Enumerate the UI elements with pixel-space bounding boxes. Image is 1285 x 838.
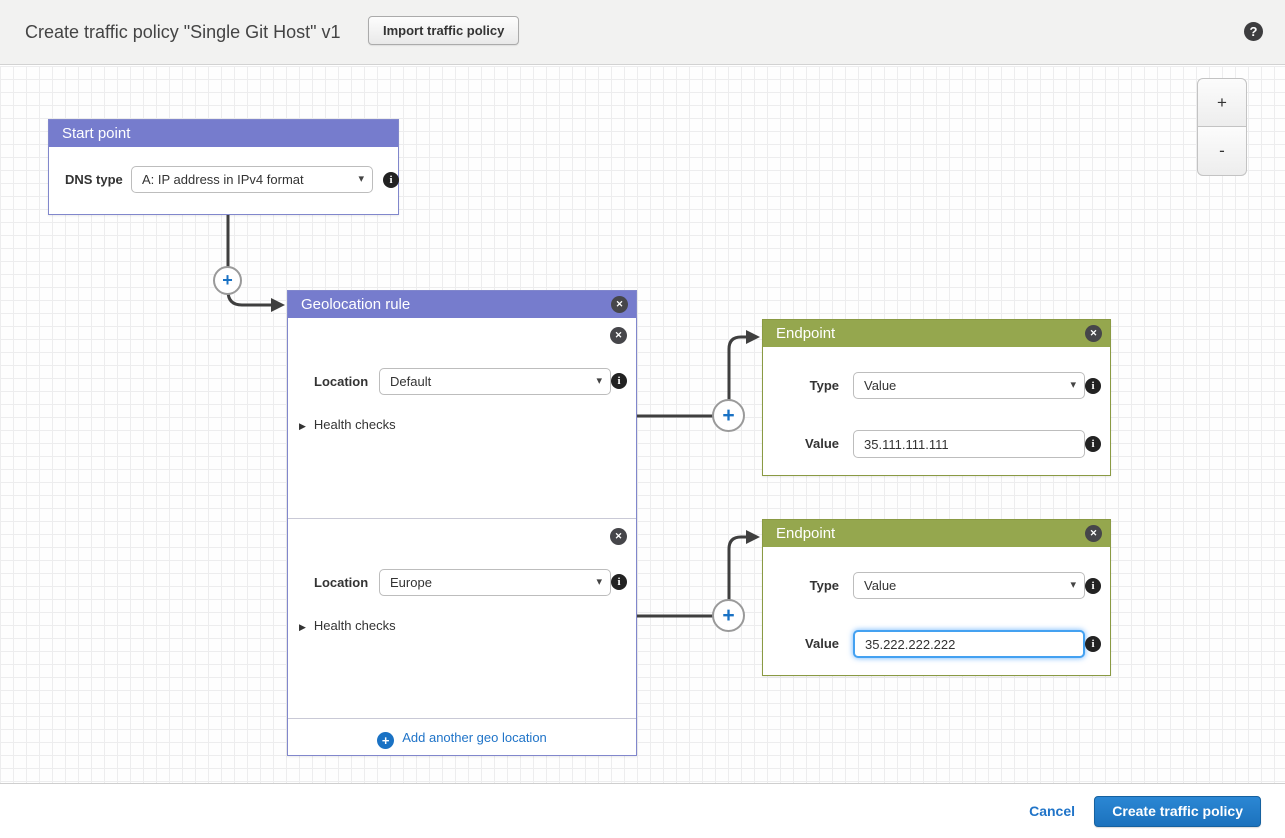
chevron-down-icon: ▾ [358,173,364,185]
policy-canvas: + + + + - Start point DNS type A: IP add… [0,66,1285,784]
top-bar: Create traffic policy "Single Git Host" … [0,0,1285,65]
endpoint-title: Endpoint [776,325,836,342]
health-checks-label: Health checks [313,618,396,633]
location-dropdown-europe[interactable]: Europe ▾ [379,569,611,596]
add-geo-location-link[interactable]: + Add another geo location [288,719,636,756]
add-endpoint-connector-icon-1[interactable]: + [712,399,745,432]
add-endpoint-connector-icon-2[interactable]: + [712,599,745,632]
zoom-in-button[interactable]: + [1197,78,1247,127]
endpoint-type-dropdown[interactable]: Value ▾ [853,372,1085,399]
geo-location-section-default: ✕ Location Default ▾ i ▶ Health checks [288,318,636,519]
endpoint-title: Endpoint [776,525,836,542]
location-value: Default [390,374,432,389]
import-traffic-policy-button[interactable]: Import traffic policy [368,16,520,45]
remove-location-icon[interactable]: ✕ [610,528,627,545]
help-icon[interactable]: ? [1244,22,1263,41]
location-label: Location [314,374,369,389]
delete-endpoint-icon[interactable]: ✕ [1085,325,1102,342]
collapsed-arrow-icon: ▶ [299,421,306,431]
geolocation-rule-box: Geolocation rule ✕ ✕ Location Default ▾ … [287,290,637,756]
location-label: Location [314,575,369,590]
dns-type-label: DNS type [65,172,123,187]
type-value: Value [864,378,897,393]
start-point-box: Start point DNS type A: IP address in IP… [48,119,399,215]
delete-endpoint-icon[interactable]: ✕ [1085,525,1102,542]
geolocation-rule-header: Geolocation rule ✕ [288,291,636,318]
chevron-down-icon: ▾ [596,375,602,387]
location-dropdown-default[interactable]: Default ▾ [379,368,611,395]
type-info-icon[interactable]: i [1085,378,1101,394]
location-info-icon[interactable]: i [611,373,627,389]
zoom-out-button[interactable]: - [1197,127,1247,176]
chevron-down-icon: ▾ [1070,579,1076,591]
health-checks-toggle[interactable]: ▶ Health checks [299,417,396,432]
remove-location-icon[interactable]: ✕ [610,327,627,344]
cancel-button[interactable]: Cancel [1029,803,1075,819]
health-checks-label: Health checks [313,417,396,432]
type-info-icon[interactable]: i [1085,578,1101,594]
start-point-header: Start point [49,120,398,147]
value-label: Value [805,436,839,451]
chevron-down-icon: ▾ [1070,379,1076,391]
delete-rule-icon[interactable]: ✕ [611,296,628,313]
dns-type-info-icon[interactable]: i [383,172,399,188]
value-label: Value [805,636,839,651]
dns-type-dropdown[interactable]: A: IP address in IPv4 format ▾ [131,166,373,193]
geo-location-section-europe: ✕ Location Europe ▾ i ▶ Health checks [288,519,636,719]
dns-type-row: DNS type A: IP address in IPv4 format ▾ … [49,147,399,215]
collapsed-arrow-icon: ▶ [299,622,306,632]
location-info-icon[interactable]: i [611,574,627,590]
footer-bar: Cancel Create traffic policy [0,785,1285,838]
type-label: Type [809,578,839,593]
endpoint-value-input[interactable] [853,430,1085,458]
add-geo-location-label: Add another geo location [402,730,547,745]
zoom-controls: + - [1197,78,1247,176]
type-value: Value [864,578,897,593]
health-checks-toggle[interactable]: ▶ Health checks [299,618,396,633]
endpoint-box-2: Endpoint ✕ Type Value ▾ i Value i [762,519,1111,676]
add-icon: + [377,732,395,749]
endpoint-value-input-focused[interactable] [853,630,1085,658]
type-label: Type [809,378,839,393]
location-value: Europe [390,575,432,590]
endpoint-header: Endpoint ✕ [763,520,1110,547]
geolocation-rule-title: Geolocation rule [301,296,411,313]
add-rule-connector-icon[interactable]: + [213,266,242,295]
value-info-icon[interactable]: i [1085,436,1101,452]
value-info-icon[interactable]: i [1085,636,1101,652]
dns-type-value: A: IP address in IPv4 format [142,172,304,187]
create-traffic-policy-button[interactable]: Create traffic policy [1094,796,1261,827]
endpoint-box-1: Endpoint ✕ Type Value ▾ i Value i [762,319,1111,476]
endpoint-header: Endpoint ✕ [763,320,1110,347]
page-title: Create traffic policy "Single Git Host" … [25,22,341,42]
endpoint-type-dropdown[interactable]: Value ▾ [853,572,1085,599]
chevron-down-icon: ▾ [596,576,602,588]
